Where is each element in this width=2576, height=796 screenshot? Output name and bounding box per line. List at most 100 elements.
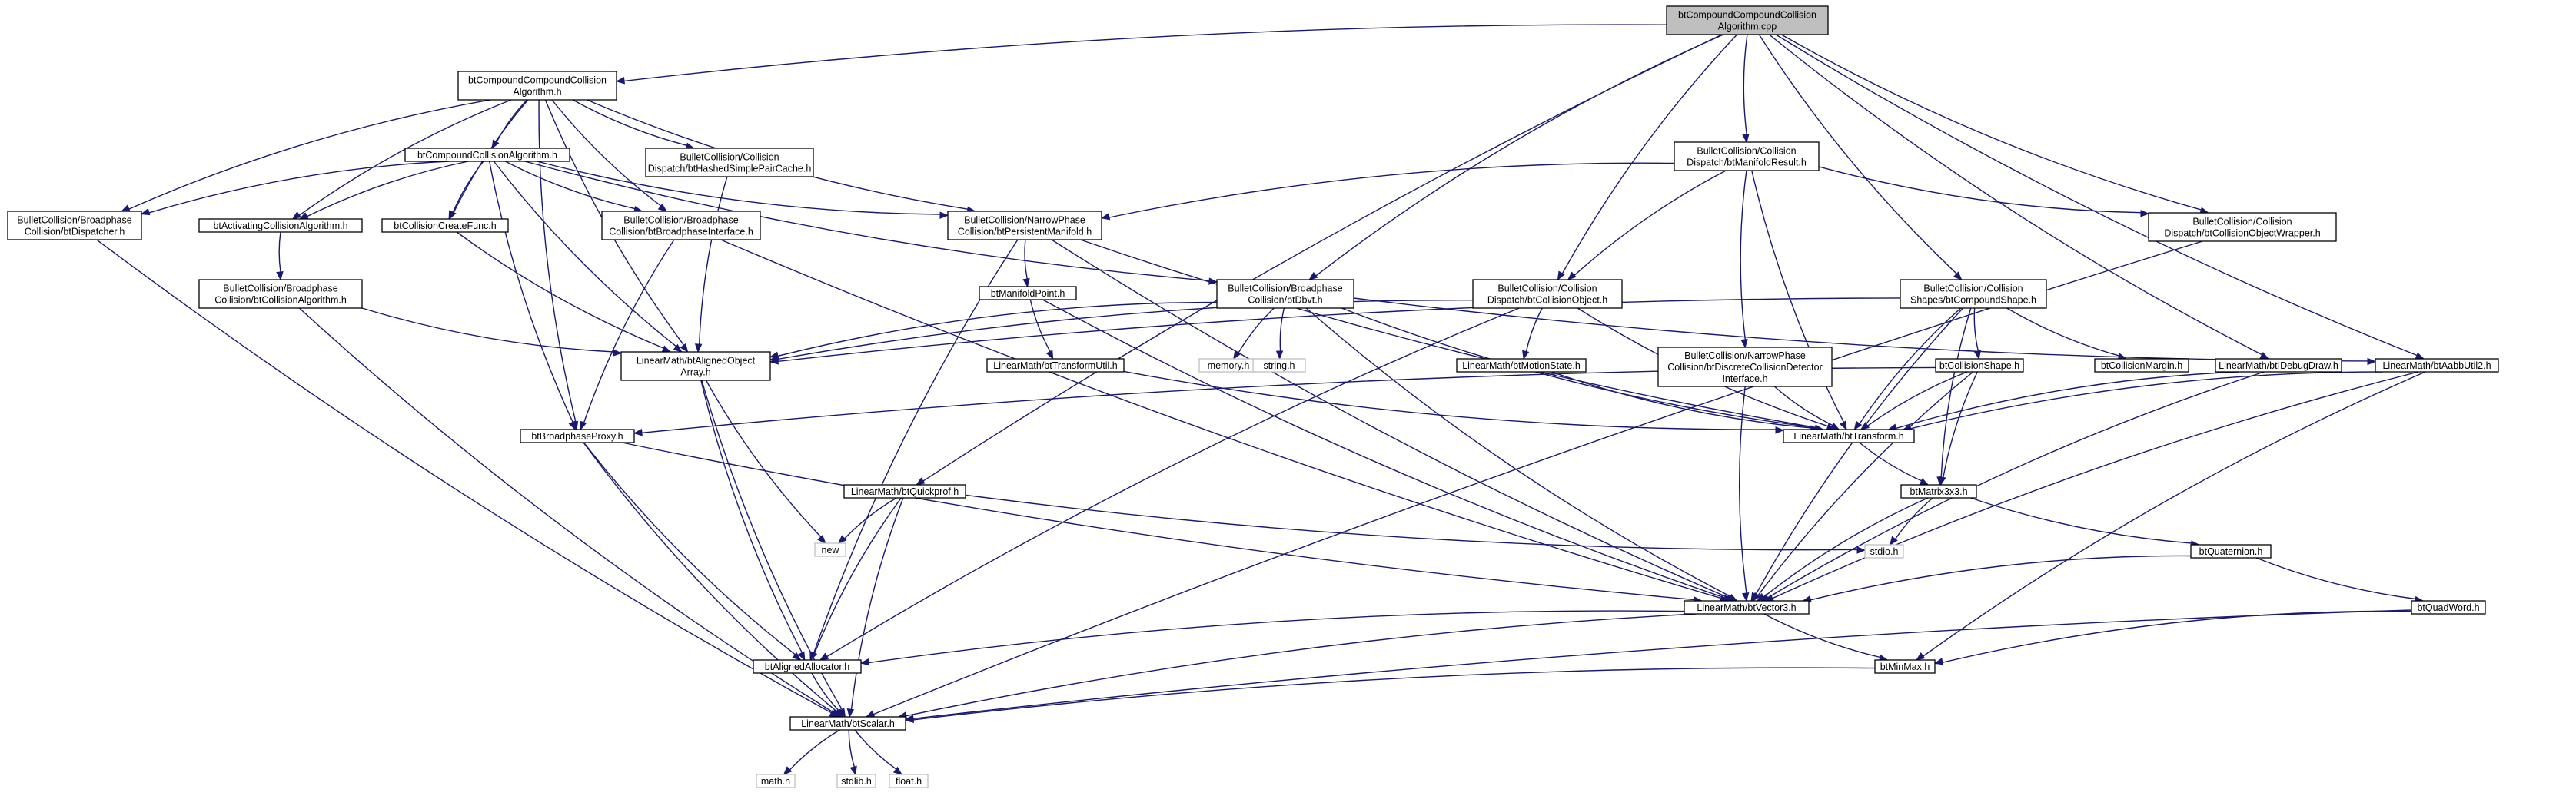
edge-line bbox=[1123, 370, 1777, 430]
edge-qw-to-sc bbox=[904, 609, 2412, 722]
node-box bbox=[1684, 600, 1810, 615]
edge-qp-to-new bbox=[837, 497, 897, 544]
node-stdlib[interactable]: stdlib.h bbox=[836, 774, 876, 788]
edge-ccah-to-disp bbox=[120, 99, 490, 212]
node-math[interactable]: math.h bbox=[756, 774, 796, 788]
arrowhead-icon bbox=[1557, 270, 1565, 281]
node-label: LinearMath/btMotionState.h bbox=[1462, 360, 1581, 371]
node-bca[interactable]: BulletCollision/BroadphaseCollision/btCo… bbox=[198, 279, 363, 309]
edge-line bbox=[811, 672, 839, 711]
node-qw[interactable]: btQuadWord.h bbox=[2411, 600, 2486, 615]
node-mp[interactable]: btManifoldPoint.h bbox=[979, 286, 1077, 300]
node-dbvt[interactable]: BulletCollision/BroadphaseCollision/btDb… bbox=[1216, 279, 1354, 309]
node-v3[interactable]: LinearMath/btVector3.h bbox=[1684, 600, 1810, 615]
node-cca[interactable]: btCompoundCollisionAlgorithm.h bbox=[404, 148, 570, 162]
edge-mr-to-pm bbox=[1100, 162, 1675, 221]
node-box bbox=[1783, 429, 1915, 443]
arrowhead-icon bbox=[835, 708, 844, 718]
edge-line bbox=[1525, 307, 1543, 352]
node-au2[interactable]: LinearMath/btAabbUtil2.h bbox=[2375, 358, 2499, 373]
arrowhead-icon bbox=[1100, 213, 1111, 221]
edge-v3-to-aa bbox=[859, 610, 1685, 666]
node-bpi[interactable]: BulletCollision/BroadphaseCollision/btBr… bbox=[601, 211, 761, 240]
node-ms[interactable]: LinearMath/btMotionState.h bbox=[1456, 358, 1587, 373]
node-label: btActivatingCollisionAlgorithm.h bbox=[213, 221, 347, 231]
edge-line bbox=[868, 610, 1685, 664]
node-tr[interactable]: LinearMath/btTransform.h bbox=[1783, 429, 1915, 443]
node-hspc[interactable]: BulletCollision/CollisionDispatch/btHash… bbox=[645, 148, 814, 177]
node-stdio[interactable]: stdio.h bbox=[1864, 544, 1904, 559]
node-m33[interactable]: btMatrix3x3.h bbox=[1900, 484, 1977, 499]
edge-line bbox=[452, 161, 484, 213]
arrowhead-icon bbox=[1275, 350, 1284, 360]
node-str[interactable]: string.h bbox=[1252, 358, 1306, 373]
arrowhead-icon bbox=[1973, 350, 1981, 360]
edge-cs-to-m33 bbox=[1936, 307, 1972, 486]
node-label: LinearMath/btAabbUtil2.h bbox=[2382, 360, 2491, 371]
edge-line bbox=[361, 307, 614, 353]
node-mem[interactable]: memory.h bbox=[1198, 358, 1258, 373]
node-cm[interactable]: btCollisionMargin.h bbox=[2094, 358, 2189, 373]
node-ccf[interactable]: btCollisionCreateFunc.h bbox=[381, 218, 509, 233]
arrowhead-icon bbox=[1740, 339, 1748, 349]
node-tu[interactable]: LinearMath/btTransformUtil.h bbox=[986, 358, 1125, 373]
node-aca[interactable]: btActivatingCollisionAlgorithm.h bbox=[198, 218, 363, 233]
arrowhead-icon bbox=[2367, 357, 2377, 366]
edge-line bbox=[496, 99, 528, 143]
nodes-layer: btCompoundCompoundCollisionAlgorithm.cpp… bbox=[7, 5, 2499, 788]
edge-line bbox=[1743, 34, 1748, 135]
node-label: Algorithm.cpp bbox=[1718, 22, 1777, 32]
node-csh[interactable]: btCollisionShape.h bbox=[1935, 358, 2024, 373]
node-mm[interactable]: btMinMax.h bbox=[1874, 659, 1936, 674]
node-box bbox=[753, 659, 862, 674]
node-bp[interactable]: btBroadphaseProxy.h bbox=[520, 429, 635, 443]
node-box bbox=[457, 71, 617, 101]
arrowhead-icon bbox=[846, 708, 855, 718]
node-dcd[interactable]: BulletCollision/NarrowPhaseCollision/btD… bbox=[1657, 347, 1833, 387]
node-box bbox=[198, 279, 363, 309]
edge-co-to-aoa bbox=[769, 299, 1474, 363]
node-pm[interactable]: BulletCollision/NarrowPhaseCollision/btP… bbox=[947, 211, 1102, 240]
edge-line bbox=[1818, 166, 2142, 214]
node-co[interactable]: BulletCollision/CollisionDispatch/btColl… bbox=[1472, 279, 1623, 309]
edge-line bbox=[1769, 34, 2262, 356]
node-label: BulletCollision/Collision bbox=[680, 152, 779, 163]
node-cow[interactable]: BulletCollision/CollisionDispatch/btColl… bbox=[2148, 212, 2337, 242]
arrowhead-icon bbox=[2140, 210, 2150, 217]
edge-mr-to-cow bbox=[1818, 166, 2150, 217]
edge-cs-to-tr bbox=[1853, 307, 1962, 431]
edge-au2-to-v3 bbox=[1763, 371, 2418, 602]
edge-dcd-to-tr bbox=[1773, 386, 1840, 430]
edge-line bbox=[777, 299, 1474, 360]
node-float[interactable]: float.h bbox=[889, 774, 929, 788]
node-mr[interactable]: BulletCollision/CollisionDispatch/btMani… bbox=[1674, 141, 1820, 171]
node-qp[interactable]: LinearMath/btQuickprof.h bbox=[843, 484, 966, 499]
node-cs[interactable]: BulletCollision/CollisionShapes/btCompou… bbox=[1900, 279, 2047, 309]
node-quat[interactable]: btQuaternion.h bbox=[2190, 544, 2272, 559]
edge-root-to-dbvt bbox=[1308, 34, 1724, 280]
edge-m33-to-stdio bbox=[1889, 497, 1933, 546]
node-label: btManifoldPoint.h bbox=[991, 288, 1065, 299]
node-label: btMinMax.h bbox=[1880, 662, 1930, 672]
edge-line bbox=[700, 380, 803, 653]
node-dd[interactable]: LinearMath/btIDebugDraw.h bbox=[2215, 358, 2342, 373]
node-label: Collision/btCollisionAlgorithm.h bbox=[214, 295, 347, 306]
edge-line bbox=[1029, 299, 1051, 353]
arrowhead-icon bbox=[1728, 593, 1738, 602]
edge-m33-to-quat bbox=[1970, 497, 2200, 548]
node-disp[interactable]: BulletCollision/BroadphaseCollision/btDi… bbox=[7, 211, 142, 240]
edge-hspc-to-aoa bbox=[694, 176, 728, 353]
edge-line bbox=[1923, 371, 2426, 657]
edge-tr-to-m33 bbox=[1859, 442, 1930, 486]
node-aa[interactable]: btAlignedAllocator.h bbox=[753, 659, 862, 674]
node-label: btMatrix3x3.h bbox=[1910, 486, 1967, 497]
edge-qw-to-mm bbox=[1933, 610, 2412, 665]
node-box bbox=[947, 211, 1102, 240]
edge-root-to-au2 bbox=[1775, 34, 2425, 360]
edge-line bbox=[2006, 307, 2119, 357]
node-new[interactable]: new bbox=[814, 542, 846, 557]
node-sc[interactable]: LinearMath/btScalar.h bbox=[789, 716, 906, 731]
